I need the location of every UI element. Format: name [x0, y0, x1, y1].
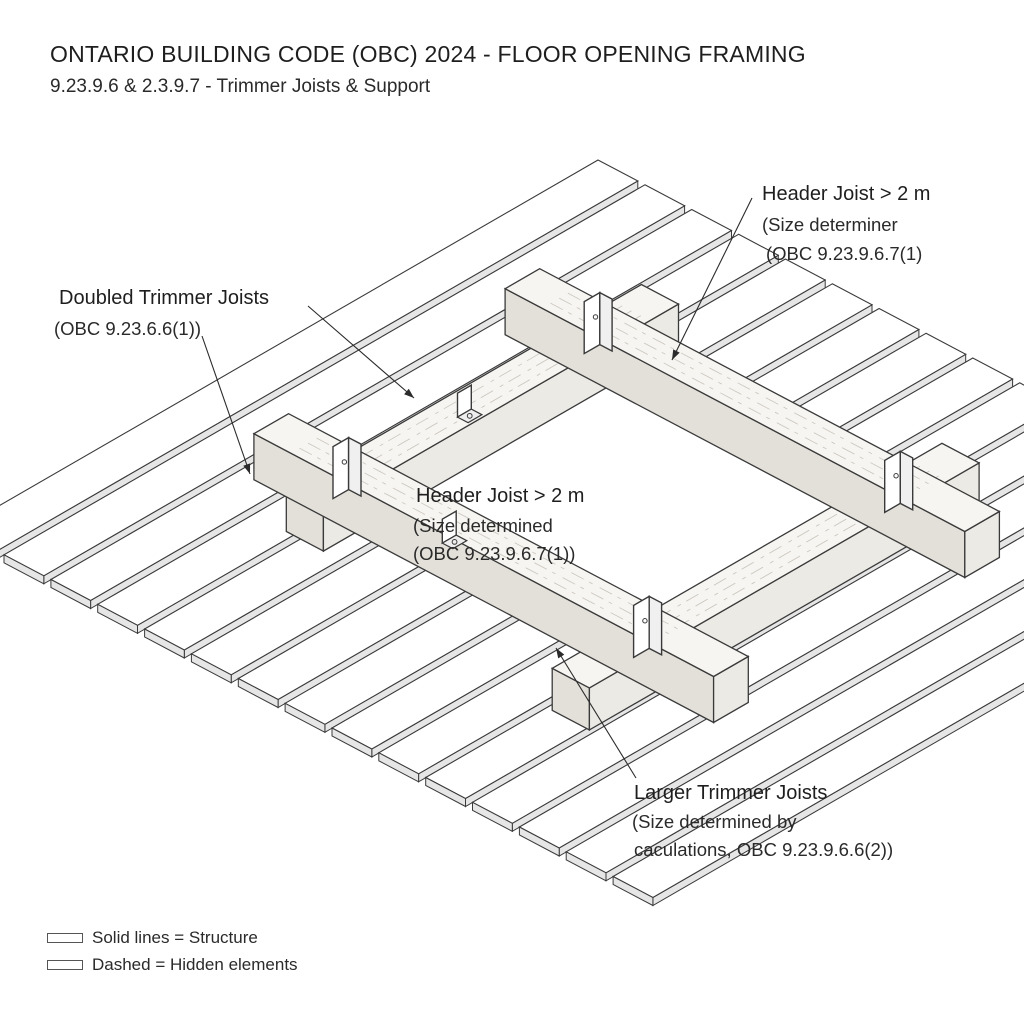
hanger-top-left	[583, 291, 613, 355]
framing-members	[252, 267, 1001, 732]
floor-board-end	[190, 652, 232, 684]
hanger-top-right	[884, 450, 914, 514]
callout-larger-trimmer-ref: caculations, OBC 9.23.9.6.6(2))	[634, 839, 894, 860]
legend-text-structure: Solid lines = Structure	[92, 928, 258, 947]
timber-grain	[567, 292, 936, 488]
floor-board-top	[0, 159, 639, 550]
page-subtitle: 9.23.9.6 & 2.3.9.7 - Trimmer Joists & Su…	[50, 76, 431, 97]
leader-line	[555, 647, 637, 779]
bracket-base	[456, 408, 484, 424]
joist-hangers	[332, 291, 914, 659]
header-joist-bottom	[252, 412, 750, 724]
callout-header-joist-center-note: (Size determined	[413, 515, 553, 536]
floor-board-end	[284, 702, 326, 734]
leader-arrowhead	[556, 648, 565, 659]
hanger-nail-hole	[341, 459, 348, 465]
floor-board-end	[237, 677, 279, 709]
legend-item-hidden: Dashed = Hidden elements	[47, 955, 298, 975]
leader-arrowhead	[672, 349, 680, 360]
floor-board	[565, 586, 1024, 882]
bracket-base	[441, 534, 469, 550]
leader-larger-trimmer	[555, 647, 637, 779]
floor-board	[611, 638, 1024, 907]
timber-grain	[307, 442, 676, 638]
hanger-bottom-left	[332, 436, 362, 500]
floor-board	[0, 159, 639, 558]
leader-doubled-trimmer-b	[201, 335, 251, 475]
floor-board-end	[3, 553, 45, 585]
floor-board-end	[144, 628, 185, 659]
legend-text-hidden: Dashed = Hidden elements	[92, 955, 298, 974]
floor-board-end	[97, 603, 138, 635]
hanger-plate	[583, 291, 601, 355]
callout-doubled-trimmer-title: Doubled Trimmer Joists	[59, 287, 270, 309]
callout-larger-trimmer-note: (Size determined by	[632, 811, 797, 832]
leader-lines	[201, 197, 753, 779]
bracket-hole	[451, 539, 458, 545]
hanger-flange	[347, 436, 362, 498]
angle-bracket-left	[456, 383, 484, 424]
hanger-nail-hole	[642, 618, 648, 624]
hanger-plate	[632, 595, 650, 659]
callout-header-joist-center-ref: (OBC 9.23.9.6.7(1))	[413, 543, 576, 564]
page-title: ONTARIO BUILDING CODE (OBC) 2024 - FLOOR…	[50, 41, 806, 67]
bracket-hole	[466, 412, 473, 419]
floor-board-end	[518, 826, 560, 857]
legend-swatch-dashed	[47, 960, 83, 970]
callout-header-joist-top-note: (Size determiner	[762, 214, 898, 235]
floor-board-end	[331, 727, 373, 758]
leader-arrowhead	[243, 463, 251, 474]
hanger-nail-hole	[592, 314, 599, 320]
floor-board-end	[612, 875, 654, 907]
legend-item-structure: Solid lines = Structure	[47, 928, 258, 948]
timber-grain	[316, 437, 685, 633]
hanger-plate	[884, 450, 901, 514]
hanger-bottom-right	[632, 595, 663, 659]
hanger-nail-hole	[893, 473, 899, 479]
hanger-flange	[899, 450, 914, 512]
floor-board-end	[425, 776, 466, 808]
callout-header-joist-center-title: Header Joist > 2 m	[416, 485, 585, 507]
callout-larger-trimmer-title: Larger Trimmer Joists	[634, 782, 828, 804]
callout-header-joist-top-title: Header Joist > 2 m	[762, 183, 931, 205]
leader-doubled-trimmer-a	[307, 305, 415, 399]
leader-line	[201, 335, 251, 475]
floor-board-end	[472, 801, 513, 833]
floor-board-end	[378, 751, 420, 783]
leader-arrowhead	[404, 388, 414, 398]
hanger-plate	[332, 436, 350, 500]
callout-header-joist-top-ref: (OBC 9.23.9.6.7(1)	[766, 243, 923, 264]
timber-grain	[558, 297, 928, 493]
floor-board-end	[565, 850, 607, 882]
leader-line	[307, 305, 415, 399]
hanger-flange	[648, 595, 663, 657]
legend-swatch-solid	[47, 933, 83, 943]
callout-doubled-trimmer-ref: (OBC 9.23.6.6(1))	[54, 318, 202, 339]
leader-header-joist-top	[671, 197, 753, 361]
floor-board-end	[50, 578, 92, 610]
hanger-flange	[599, 291, 613, 353]
leader-line	[671, 197, 753, 361]
angle-bracket-center	[441, 509, 469, 550]
